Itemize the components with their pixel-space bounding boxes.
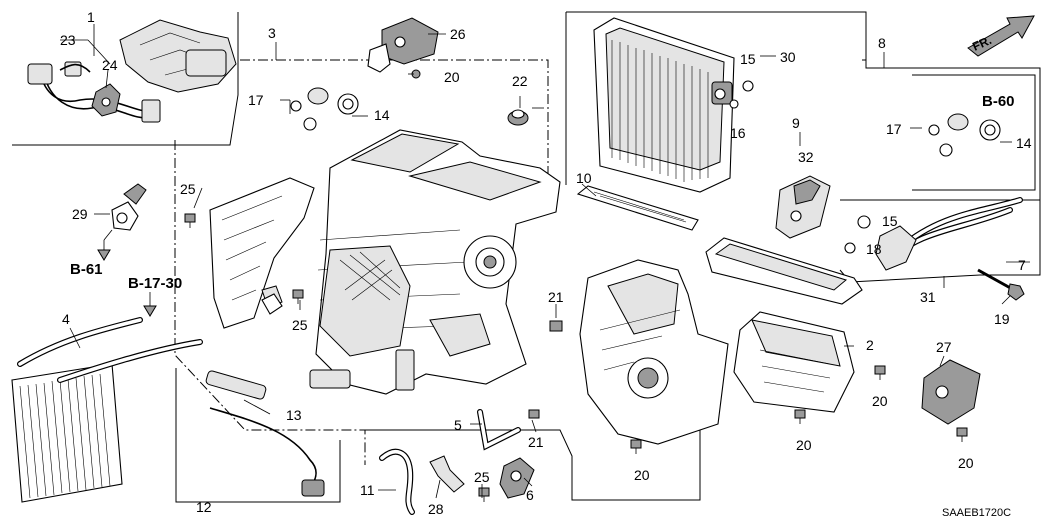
- heater-core-part-4: [11, 317, 203, 503]
- callout-3: 3: [268, 25, 276, 41]
- callout-19: 19: [994, 311, 1010, 327]
- callout-24: 24: [102, 57, 118, 73]
- callout-13: 13: [286, 407, 302, 423]
- callout-25-left: 25: [180, 181, 196, 197]
- callout-8: 8: [878, 35, 886, 51]
- callout-25-mid: 25: [292, 317, 308, 333]
- o-rings-evaporator: [729, 80, 754, 109]
- callout-15-top: 15: [740, 51, 756, 67]
- reference-labels: B-61 B-17-30 B-60: [70, 93, 1015, 317]
- callout-29: 29: [72, 206, 88, 222]
- callout-32: 32: [798, 149, 814, 165]
- air-mix-motor-part-24: [91, 83, 121, 117]
- callout-numbers: 1 23 24 3 26 20 17 14 22 15 30 16 8 9 32…: [60, 9, 1032, 517]
- callout-16: 16: [730, 125, 746, 141]
- callout-28: 28: [428, 501, 444, 517]
- callout-6: 6: [526, 487, 534, 503]
- mode-motor-part-26: [367, 17, 439, 73]
- front-direction-arrow: FR.: [967, 15, 1035, 57]
- callout-20-lid: 20: [796, 437, 812, 453]
- lower-case: [579, 259, 729, 445]
- filter-lid-part-2: [733, 311, 855, 413]
- callout-23: 23: [60, 32, 76, 48]
- pipe-part-5: [477, 409, 521, 451]
- callout-7: 7: [1018, 257, 1026, 273]
- leader-lines: [60, 24, 1030, 499]
- wire-harness-part-23: [27, 61, 161, 123]
- drain-hose-part-11: [379, 448, 415, 515]
- o-rings-left: [290, 87, 359, 131]
- callout-20-actuator: 20: [958, 455, 974, 471]
- callout-31: 31: [920, 289, 936, 305]
- grommet-part-22: [507, 109, 529, 126]
- callout-20-top: 20: [444, 69, 460, 85]
- reference-b1730: B-17-30: [128, 275, 182, 292]
- callout-22: 22: [512, 73, 528, 89]
- actuator-part-27: [921, 359, 981, 425]
- screws: [184, 69, 968, 502]
- evaporator-pipes-part-7: [844, 197, 1023, 271]
- o-rings-right: [928, 113, 1001, 157]
- callout-20-bottom: 20: [634, 467, 650, 483]
- callout-14-left: 14: [374, 107, 390, 123]
- evaporator-core-part-30: [593, 17, 735, 193]
- callout-11: 11: [360, 482, 375, 498]
- clip-part-28: [429, 455, 465, 493]
- callout-21-lower: 21: [528, 434, 544, 450]
- sensor-part-6: [499, 457, 535, 499]
- callout-4: 4: [62, 311, 70, 327]
- drain-tray: [705, 237, 863, 305]
- sensor-wire-part-13: [205, 370, 325, 497]
- callout-10: 10: [576, 170, 592, 186]
- callout-1: 1: [87, 9, 95, 25]
- callout-27: 27: [936, 339, 952, 355]
- bracket-part-25: [261, 293, 283, 315]
- heater-case-main: [309, 129, 561, 395]
- reference-b60: B-60: [982, 93, 1015, 110]
- callout-26: 26: [450, 26, 466, 42]
- callout-9: 9: [792, 115, 800, 131]
- callout-25-bottom: 25: [474, 469, 490, 485]
- side-cover-left: [209, 177, 315, 329]
- callout-14-right: 14: [1016, 135, 1032, 151]
- duct-top-left: [119, 19, 237, 93]
- callout-30: 30: [780, 49, 796, 65]
- reference-b61: B-61: [70, 261, 103, 278]
- callout-18: 18: [866, 241, 882, 257]
- callout-15-right: 15: [882, 213, 898, 229]
- expansion-valve-part-32: [775, 175, 831, 239]
- callout-5: 5: [454, 417, 462, 433]
- filter-plate-part-10: [576, 185, 699, 231]
- callout-12: 12: [196, 499, 212, 515]
- callout-21-upper: 21: [548, 289, 564, 305]
- callout-17-left: 17: [248, 92, 264, 108]
- bolt-part-19: [977, 268, 1025, 301]
- callout-17-right: 17: [886, 121, 902, 137]
- callout-2: 2: [866, 337, 874, 353]
- sensor-part-29: [103, 183, 147, 241]
- callout-20-right: 20: [872, 393, 888, 409]
- diagram-code: SAAEB1720C: [942, 507, 1011, 519]
